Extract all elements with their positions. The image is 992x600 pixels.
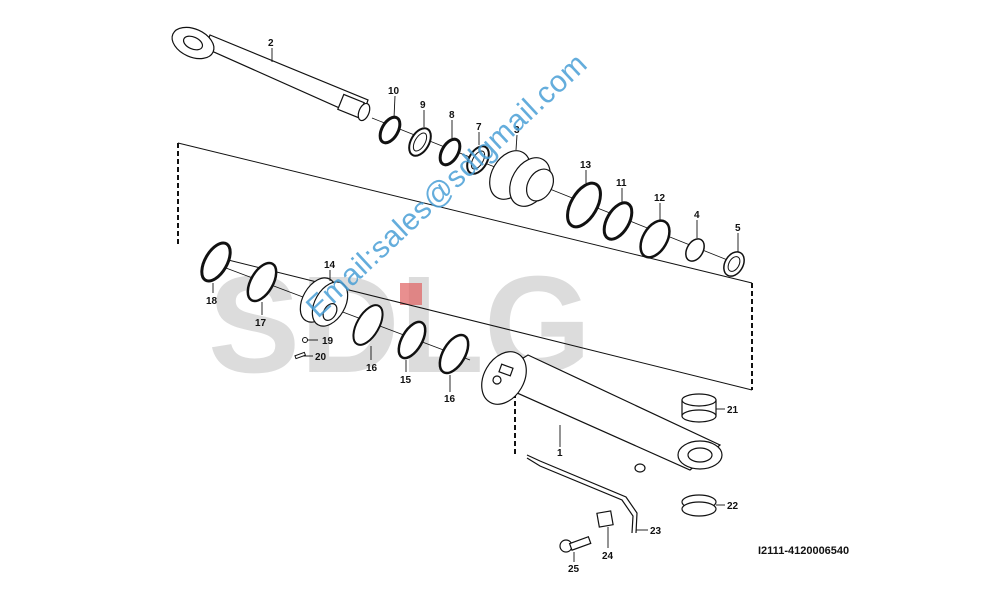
- guide-line-diagonal-top: [177, 142, 753, 284]
- brand-red-square: [400, 283, 422, 305]
- piston-rod: [171, 26, 371, 122]
- callout-4: 4: [694, 210, 700, 221]
- drawing-id: I2111-4120006540: [758, 545, 850, 557]
- callout-16-b: 16: [444, 394, 456, 405]
- callout-15: 15: [400, 375, 412, 386]
- callout-3: 3: [514, 125, 520, 136]
- callout-10: 10: [388, 86, 400, 97]
- upper-seal-rings: [378, 115, 490, 175]
- callout-9: 9: [420, 100, 426, 111]
- cylinder-tube: [481, 351, 723, 473]
- callout-18: 18: [206, 296, 218, 307]
- pipe-clamp-and-bolt: [559, 510, 614, 553]
- callout-19: 19: [322, 336, 334, 347]
- assembly-guide-lines: [177, 142, 753, 455]
- pivot-bushings: [681, 393, 717, 517]
- callout-labels: 2 10 9 8 7 3 13 11 12 4 5 14 18 17 19 20…: [206, 38, 741, 575]
- callout-1: 1: [557, 448, 563, 459]
- callout-23: 23: [650, 526, 662, 537]
- guide-line-diagonal-bottom: [207, 254, 753, 391]
- callout-5: 5: [735, 223, 741, 234]
- callout-leader-lines: [212, 48, 739, 562]
- callout-17: 17: [255, 318, 267, 329]
- callout-12: 12: [654, 193, 666, 204]
- callout-25: 25: [568, 564, 580, 575]
- callout-21: 21: [727, 405, 739, 416]
- callout-2: 2: [268, 38, 274, 49]
- callout-16-a: 16: [366, 363, 378, 374]
- piston-set-screw: [294, 337, 308, 360]
- callout-14: 14: [324, 260, 336, 271]
- callout-7: 7: [476, 122, 482, 133]
- callout-24: 24: [602, 551, 614, 562]
- piston: [299, 277, 349, 327]
- callout-13: 13: [580, 160, 592, 171]
- callout-20: 20: [315, 352, 327, 363]
- callout-11: 11: [616, 178, 627, 189]
- head-seal-rings: [566, 181, 745, 277]
- piston-seal-rings: [200, 241, 470, 375]
- callout-22: 22: [727, 501, 739, 512]
- hydraulic-pipe: [526, 454, 638, 534]
- cylinder-head-gland: [489, 150, 555, 207]
- callout-8: 8: [449, 110, 455, 121]
